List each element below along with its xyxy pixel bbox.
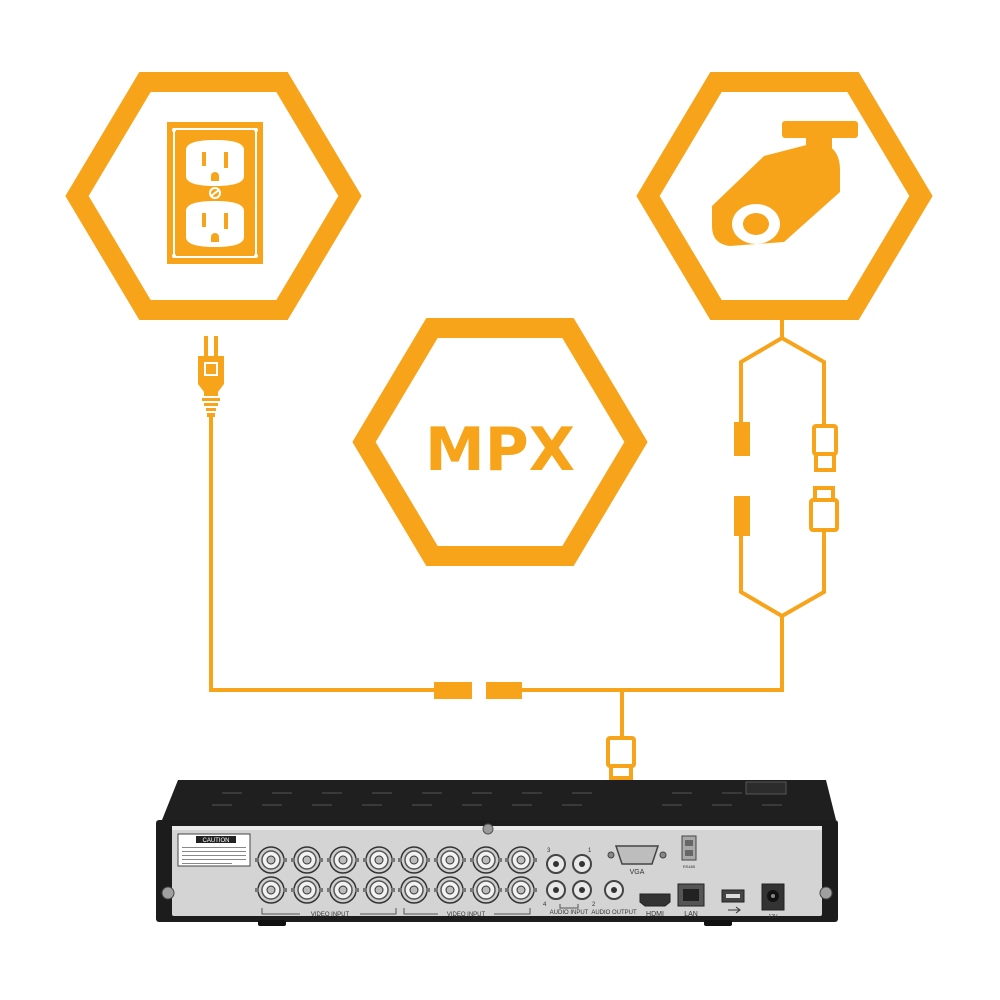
bnc-video-input-port (470, 846, 502, 874)
bnc-video-input-port (255, 876, 287, 904)
camera-power-connector-top (734, 422, 750, 456)
bnc-video-input-port (327, 846, 359, 874)
camera-cable (739, 316, 826, 618)
security-camera-icon (712, 121, 858, 246)
power-cable-connector-left (434, 682, 472, 699)
video-input-left-label: VIDEO INPUT (311, 912, 350, 918)
audio-channel-4: 4 (543, 902, 547, 908)
audio-input-label: AUDIO INPUT (550, 910, 589, 916)
bnc-video-input-port (363, 846, 395, 874)
rs485-terminal: RS485 (681, 835, 697, 869)
lan-label: LAN (684, 911, 698, 918)
camera-video-plug-top (812, 424, 838, 472)
bnc-video-input-port (398, 846, 430, 874)
power-cable (209, 417, 438, 692)
usb-port (721, 889, 745, 914)
video-input-right-label: VIDEO INPUT (447, 912, 486, 918)
bnc-video-input-port (291, 876, 323, 904)
power-cable-to-camera (520, 616, 784, 692)
lan-port: LAN (677, 883, 705, 918)
audio-output-port: AUDIO OUTPUT (591, 880, 637, 916)
dc-power-label: 12V (769, 914, 779, 920)
mpx-label: MPX (425, 415, 575, 485)
dvr-cable-plug (606, 736, 636, 780)
caution-label: CAUTION (177, 833, 251, 867)
video-input-ports (255, 846, 537, 904)
hdmi-label: HDMI (646, 911, 664, 918)
camera-video-plug-bottom (809, 486, 839, 532)
audio-input-ports: 3 1 4 2 AUDIO INPUT (543, 848, 596, 916)
hdmi-port: HDMI (639, 893, 671, 918)
camera-power-connector-bottom (734, 496, 750, 536)
bnc-video-input-port (505, 876, 537, 904)
vga-port: VGA (607, 845, 667, 876)
power-plug-icon (198, 336, 224, 417)
audio-output-label: AUDIO OUTPUT (591, 910, 637, 916)
rs485-label: RS485 (683, 864, 696, 869)
bnc-video-input-port (434, 846, 466, 874)
dc-power-jack: 12V (761, 883, 785, 920)
audio-channel-2: 2 (592, 902, 596, 908)
audio-channel-3: 3 (547, 848, 551, 854)
bnc-video-input-port (398, 876, 430, 904)
bnc-video-input-port (363, 876, 395, 904)
bnc-video-input-port (255, 846, 287, 874)
bnc-video-input-port (291, 846, 323, 874)
power-outlet-icon (167, 122, 263, 264)
mpx-hexagon: MPX (352, 318, 648, 566)
bnc-video-input-port (327, 876, 359, 904)
power-cable-connector-right (486, 682, 522, 699)
caution-label-text: CAUTION (203, 838, 230, 844)
bnc-video-input-port (505, 846, 537, 874)
camera-hexagon (636, 72, 933, 320)
outlet-hexagon (65, 72, 362, 320)
bnc-video-input-port (434, 876, 466, 904)
vga-label: VGA (630, 869, 645, 876)
audio-channel-1: 1 (588, 848, 592, 854)
bnc-video-input-port (470, 876, 502, 904)
